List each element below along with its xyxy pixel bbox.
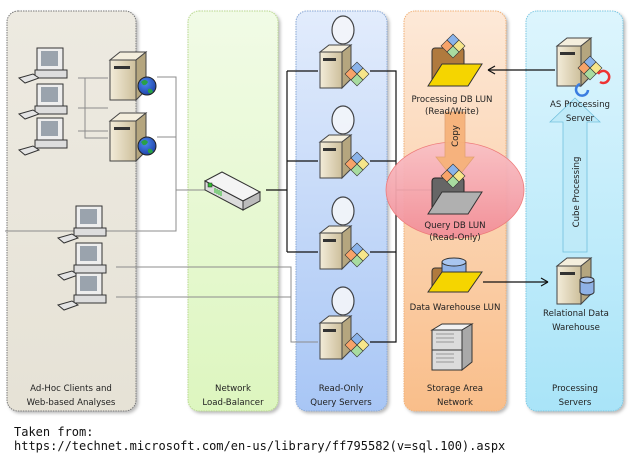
refresh-icon bbox=[574, 82, 590, 97]
lane-clients-label-1: Ad-Hoc Clients and bbox=[30, 384, 112, 394]
globe-icon bbox=[137, 136, 157, 156]
load-balancer-icon bbox=[203, 171, 262, 211]
processing-db-lun-label-2: (Read/Write) bbox=[425, 107, 479, 117]
cube-processing-arrow: Cube Processing bbox=[549, 97, 601, 253]
copy-arrow: Copy bbox=[435, 111, 475, 182]
as-processing-server-label-2: Server bbox=[566, 114, 595, 124]
query-server-3 bbox=[318, 196, 370, 271]
web-server-1 bbox=[108, 50, 157, 102]
copy-label: Copy bbox=[451, 125, 461, 147]
as-processing-server-label-1: AS Processing bbox=[550, 100, 610, 110]
data-warehouse-lun-label: Data Warehouse LUN bbox=[410, 303, 501, 313]
source-caption: Taken from: https://technet.microsoft.co… bbox=[14, 425, 505, 453]
lane-san-label-1: Storage Area bbox=[427, 384, 483, 394]
san-storage-icon bbox=[430, 323, 474, 372]
caption-line-1: Taken from: bbox=[14, 425, 94, 439]
cube-icon bbox=[344, 242, 370, 268]
query-server-1 bbox=[318, 15, 370, 90]
magnifier-icon bbox=[331, 105, 355, 135]
lane-query-servers-label-1: Read-Only bbox=[319, 384, 364, 394]
query-servers bbox=[318, 15, 370, 361]
magnifier-icon bbox=[331, 196, 355, 226]
lane-query-servers-label-2: Query Servers bbox=[310, 398, 372, 408]
query-db-lun-label-1: Query DB LUN bbox=[424, 221, 485, 231]
processing-db-lun-label-1: Processing DB LUN bbox=[412, 95, 493, 105]
magnifier-icon bbox=[331, 286, 355, 316]
magnifier-icon bbox=[331, 15, 355, 45]
data-warehouse-lun: Data Warehouse LUN bbox=[410, 257, 501, 313]
relational-dw-server: Relational Data Warehouse bbox=[543, 256, 609, 333]
globe-icon bbox=[137, 76, 157, 96]
web-server-2 bbox=[108, 111, 157, 163]
relational-dw-label-2: Warehouse bbox=[552, 323, 600, 333]
lane-processing-servers-label-2: Servers bbox=[559, 398, 592, 408]
architecture-diagram: Ad-Hoc Clients and Web-based Analyses Ne… bbox=[5, 10, 624, 412]
lane-processing-servers-label-1: Processing bbox=[552, 384, 598, 394]
query-server-2 bbox=[318, 105, 370, 180]
processing-db-lun: Processing DB LUN (Read/Write) bbox=[412, 33, 493, 117]
as-processing-server: AS Processing Server bbox=[550, 36, 611, 124]
cube-icon bbox=[344, 332, 370, 358]
lane-load-balancer-label-2: Load-Balancer bbox=[202, 398, 264, 408]
query-db-lun-label-2: (Read-Only) bbox=[429, 233, 480, 243]
query-server-4 bbox=[318, 286, 370, 361]
cube-icon bbox=[344, 61, 370, 87]
relational-dw-label-1: Relational Data bbox=[543, 309, 609, 319]
caption-url[interactable]: https://technet.microsoft.com/en-us/libr… bbox=[14, 439, 506, 453]
workstations-bottom bbox=[56, 205, 107, 311]
cube-icon bbox=[344, 151, 370, 177]
query-db-lun: Query DB LUN (Read-Only) bbox=[424, 163, 486, 243]
lane-load-balancer: Network Load-Balancer bbox=[187, 10, 279, 412]
refresh-icon bbox=[596, 69, 611, 85]
lane-san-label-2: Network bbox=[437, 398, 473, 408]
lane-load-balancer-label-1: Network bbox=[215, 384, 251, 394]
cube-processing-label: Cube Processing bbox=[572, 157, 582, 228]
workstations-top bbox=[17, 47, 68, 156]
lane-clients-label-2: Web-based Analyses bbox=[27, 398, 116, 408]
